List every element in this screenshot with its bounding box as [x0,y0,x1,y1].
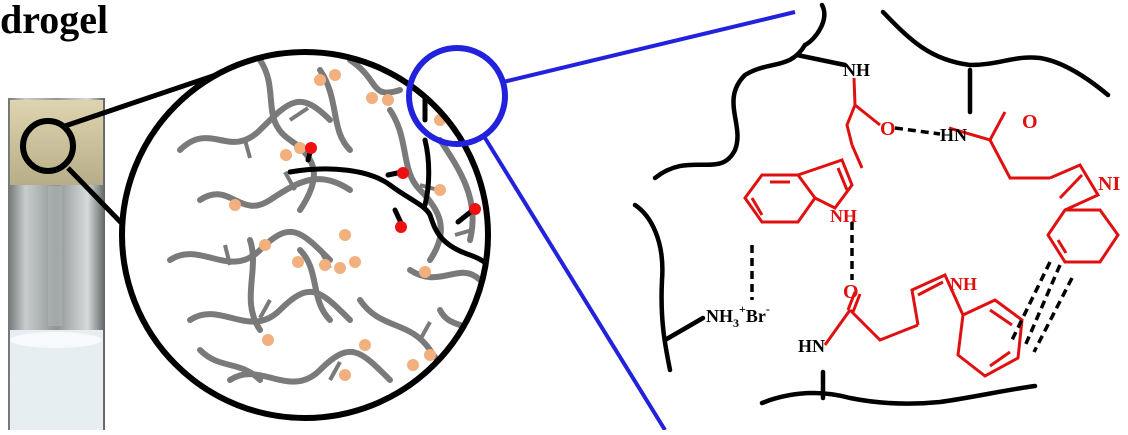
label-nh-top: NH [843,60,870,80]
blue-zoom-line-top [502,10,796,84]
molecular-detail: NH O HN O NH O NH HN NI NH3+Br- [632,2,1120,406]
label-hn-mid: HN [940,125,967,145]
label-hn-bottom: HN [798,336,825,356]
label-o-right: O [1022,111,1038,133]
label-o-bottom: O [843,281,859,303]
vial-photo [8,98,105,430]
label-ammonium: NH3+Br- [706,302,770,330]
label-nh-indole-left: NH [830,206,857,226]
blue-zoom-line-bottom [483,136,667,432]
label-nh-right: NI [1098,173,1120,195]
vial-zoom-circle [20,118,76,174]
network-zoom-circle [119,49,491,421]
backbone-chains [632,2,1111,406]
label-o-left: O [880,118,896,140]
label-nh-indole-bottom: NH [950,274,977,294]
hydrogen-bonds [750,126,1074,353]
polymer-network [122,52,488,418]
title: drogel [0,0,108,42]
indole-structures [743,77,1120,378]
grey-polymer-chains [167,57,483,385]
blue-zoom-circle [406,45,508,147]
